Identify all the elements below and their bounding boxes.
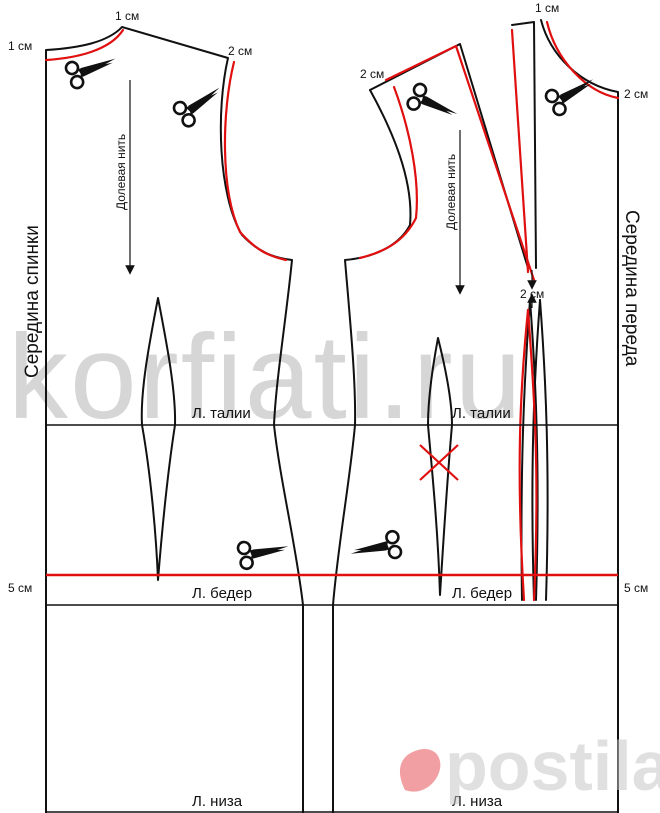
front-waist-label: Л. талии [452,405,511,422]
back-grain-label: Долевая нить [114,134,128,210]
cross-mark-icon [419,444,459,481]
measure-front-neck-1cm-top: 1 см [535,1,559,15]
measure-dart-2cm: 2 см [520,287,544,301]
scissors-icon [63,46,122,92]
measure-front-shoulder-2cm: 2 см [360,67,384,81]
brand-watermark: postila.ru [445,727,660,805]
measure-back-neck-1cm-top: 1 см [115,9,139,23]
front-piece: Долевая нить [332,19,620,813]
back-piece: Долевая нить [44,26,304,813]
scissors-icon [542,67,602,119]
front-center-label: Середина переда [621,210,642,367]
scissors-icon [235,533,293,572]
back-center-label: Середина спинки [22,225,43,378]
back-waist-label: Л. талии [192,405,251,422]
front-grain-label: Долевая нить [444,154,458,230]
measure-front-neck-2cm: 2 см [624,87,648,101]
scissors-icon [170,76,230,130]
measure-back-hip-5cm: 5 см [8,581,32,595]
measure-back-neck-1cm-side: 1 см [8,39,32,53]
front-hip-label: Л. бедер [452,585,512,602]
front-hem-label: Л. низа [452,793,503,810]
back-hem-label: Л. низа [192,793,243,810]
watermark-site: korfiati.ru [8,310,523,444]
measure-front-hip-5cm: 5 см [624,581,648,595]
back-hip-label: Л. бедер [192,585,252,602]
measure-back-shoulder-2cm: 2 см [228,44,252,58]
scissors-icon [346,528,404,567]
scissors-icon [404,80,464,129]
postila-logo: postila.ru [399,727,660,805]
